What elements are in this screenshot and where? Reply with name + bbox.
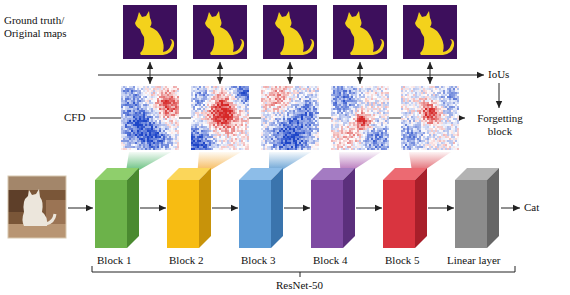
block-label: Block 4 — [313, 254, 348, 267]
flow-arrow — [284, 208, 310, 209]
cfd-heatmap — [401, 86, 459, 150]
flow-arrow — [212, 208, 238, 209]
cfd-heatmap — [331, 86, 389, 150]
flow-arrow — [428, 208, 454, 209]
block-label: Block 1 — [97, 254, 132, 267]
block-cuboid — [167, 168, 211, 248]
network-block: Block 2 — [167, 168, 211, 248]
cfd-heatmap — [191, 86, 249, 150]
network-block: Block 1 — [95, 168, 139, 248]
block-cuboid — [239, 168, 283, 248]
row-label: Ground truth/ Original maps — [4, 14, 96, 40]
flow-arrow — [140, 208, 166, 209]
module-label: Forgetting block — [468, 112, 532, 138]
network-block: Block 5 — [383, 168, 427, 248]
cfd-heatmap — [121, 86, 179, 150]
network-block: Block 3 — [239, 168, 283, 248]
model-label: ResNet-50 — [276, 279, 323, 292]
block-cuboid — [311, 168, 355, 248]
network-block: Linear layer — [455, 168, 499, 248]
block-label: Block 3 — [241, 254, 276, 267]
flow-arrow — [356, 208, 382, 209]
block-label: Block 2 — [169, 254, 204, 267]
block-cuboid — [455, 168, 499, 248]
block-cuboid — [95, 168, 139, 248]
block-label: Linear layer — [447, 254, 500, 267]
prediction-label: Cat — [524, 201, 539, 214]
cfd-heatmap — [261, 86, 319, 150]
row-label: CFD — [64, 111, 85, 124]
output-label: IoUs — [488, 68, 509, 81]
network-block: Block 4 — [311, 168, 355, 248]
block-cuboid — [383, 168, 427, 248]
block-label: Block 5 — [385, 254, 420, 267]
